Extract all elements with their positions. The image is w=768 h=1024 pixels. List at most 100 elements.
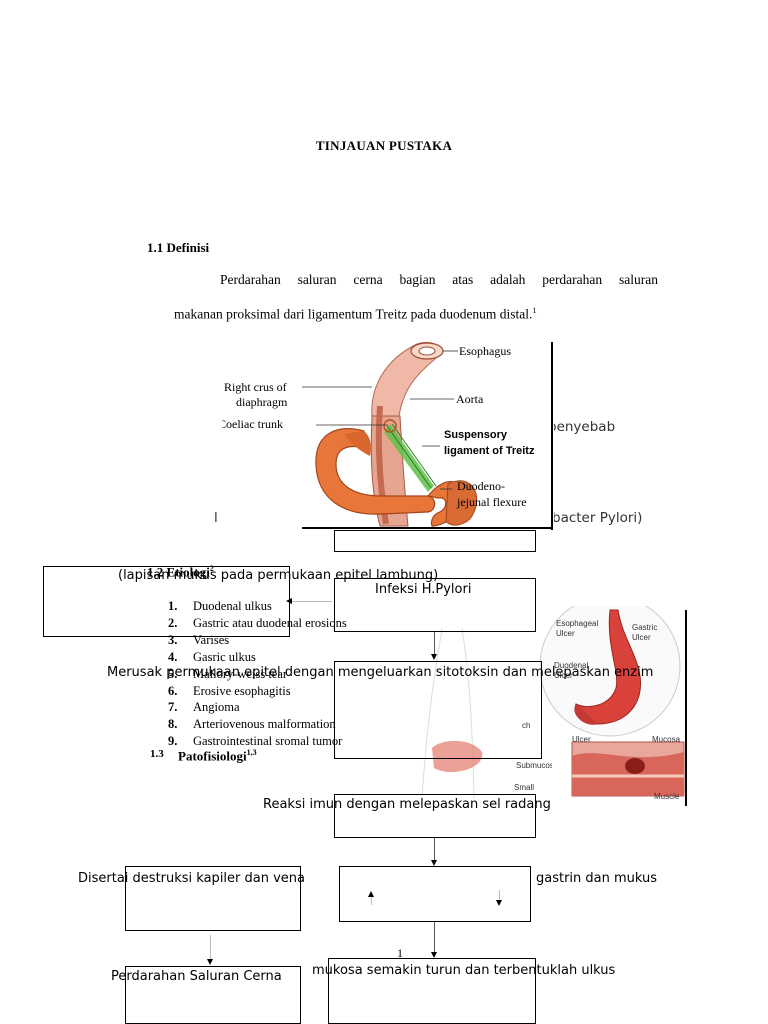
connector-line [434,922,435,952]
connector-line [434,838,435,860]
overlay-text-penyebab: penyebab [548,419,616,435]
body-sketch-illustration: ch Submucosa Small [421,627,559,799]
section-heading-patofisiologi: Patofisiologi1,3 [178,748,257,764]
list-item-number: 9. [168,734,178,749]
label-muscle: Muscle [654,792,680,801]
etiologi-footnote-ref: 2 [209,564,214,573]
etiologi-heading-text: 1.2 Etiologi [147,564,210,580]
label-small: Small [514,783,534,792]
etiologi-list-item: 8. Arteriovenous malformation [168,716,428,733]
arrow-down-icon [496,900,502,906]
label-mucosa: Mucosa [652,735,681,744]
page-title: TINJAUAN PUSTAKA [315,138,453,153]
body-sketch-figure: ch Submucosa Small [412,627,559,808]
etiologi-list-item: 2. Gastric atau duodenal erosions [168,615,428,632]
flow-text-destruksi: Disertai destruksi kapiler dan vena [78,871,305,886]
section-number-patofisiologi: 1.3 [150,748,164,760]
label-gastric: Gastric [632,623,657,632]
label-submucosa: Submucosa [516,761,552,770]
connector-line-horizontal [290,601,332,602]
etiologi-list-item: 3. Varises [168,632,428,649]
label-ulcer-3: Ulcer [554,671,573,680]
list-item-text: Erosive esophagitis [193,683,291,698]
arrow-down-icon [431,654,437,660]
connector-line [210,935,211,959]
label-ulcer-2: Ulcer [632,633,651,642]
flow-box-gastrin [339,866,531,922]
definisi-line-2-text: makanan proksimal dari ligamentum Treitz… [174,306,533,322]
anatomy-figure: Esophagus Right crus of diaphragm Aorta … [218,336,554,530]
flow-text-perdarahan: Perdarahan Saluran Cerna [111,969,282,984]
overlay-text-bacter: bacter Pylori) [552,510,643,526]
definisi-line-2: makanan proksimal dari ligamentum Treitz… [174,306,536,323]
etiologi-list-item: 9. Gastrointestinal sromal tumor [168,733,428,750]
flow-box-infeksi [334,578,536,632]
arrow-left-icon [286,598,292,604]
footnote-ref: 1 [532,306,537,315]
label-ch: ch [522,721,530,730]
etiologi-list-item: 4. Gasric ulkus [168,649,428,666]
label-esophageal: Esophageal [556,619,598,628]
flow-box-top [334,530,536,552]
connector-line [434,632,435,654]
stomach-illustration: Esophageal Ulcer Gastric Ulcer Duodenal … [539,595,687,806]
list-item-text: Arteriovenous malformation [193,717,336,732]
arrow-down-icon [207,959,213,965]
page-number: 1 [397,946,403,960]
arrow-down-icon [431,860,437,866]
label-ligament-treitz: ligament of Treitz [444,445,535,457]
arrow-up-icon [368,891,374,897]
section-heading-definisi: 1.1 Definisi [147,240,210,255]
list-item-text: Duodenal ulkus [193,599,272,613]
list-item-text: Mallory-weiss tear [193,666,288,681]
label-aorta: Aorta [456,392,484,406]
connector-line [371,897,372,905]
flow-text-infeksi: Infeksi H.Pylori [375,582,472,597]
label-diaphragm: diaphragm [236,395,288,409]
list-item-number: 6. [168,683,178,698]
flow-text-mukus: (lapisan mukus pada permukaan epitel lam… [118,568,439,583]
flow-text-reaksi: Reaksi imun dengan melepaskan sel radang [263,797,551,812]
stomach-figure: Esophageal Ulcer Gastric Ulcer Duodenal … [539,595,688,806]
patofisiologi-heading-text: Patofisiologi [178,748,247,764]
label-esophagus: Esophagus [459,344,511,358]
overlay-text-l: l [214,510,218,526]
flow-box-reaksi [334,794,536,838]
label-suspensory: Suspensory [444,429,508,441]
definisi-line-1: Perdarahan saluran cerna bagian atas ada… [220,272,658,287]
list-item-number: 7. [168,700,178,715]
etiologi-list-item: 1. Duodenal ulkus [168,598,428,615]
label-duodeno: Duodeno- [457,479,505,493]
label-ulcer-1: Ulcer [556,629,575,638]
list-item-text: Gastrointestinal sromal tumor [193,734,343,749]
list-item-number: 2. [168,615,178,630]
connector-line [499,890,500,900]
list-item-text: Varises [193,632,230,647]
arrow-down-icon [431,952,437,958]
flow-box-merusak [334,661,542,759]
label-right-crus: Right crus of [224,380,287,394]
list-item-number: 5. [168,666,178,681]
etiologi-list-item: 6. Erosive esophagitis [168,683,428,700]
etiologi-list-item: 7. Angioma [168,699,428,716]
label-coeliac: Coeliac trunk [222,417,283,431]
flow-box-destruksi [125,866,301,931]
list-item-number: 1. [168,599,178,613]
list-item-text: Gasric ulkus [193,649,256,664]
patofisiologi-footnote-ref: 1,3 [246,748,257,757]
list-item-number: 3. [168,632,178,647]
anatomy-illustration: Esophagus Right crus of diaphragm Aorta … [218,342,553,530]
list-item-text: Angioma [193,700,240,715]
list-item-number: 8. [168,717,178,732]
flow-text-mukosa: mukosa semakin turun dan terbentuklah ul… [312,963,616,978]
etiologi-list: 1. Duodenal ulkus 2. Gastric atau duodenal … [168,598,428,750]
list-item-number: 4. [168,649,178,664]
label-ulcer-4: Ulcer [572,735,591,744]
label-duodenal: Duodenal [554,661,588,670]
label-jejunal-flexure: jejunal flexure [456,495,527,509]
flow-text-gastrin: gastrin dan mukus [536,871,658,886]
flow-text-merusak: Merusak permukaan epitel dengan mengelua… [107,665,654,680]
section-heading-etiologi: 1.2 Etiologi2 [147,564,214,580]
list-item-text: Gastric atau duodenal erosions [193,615,347,630]
etiologi-list-item: 5. Mallory-weiss tear [168,666,428,683]
